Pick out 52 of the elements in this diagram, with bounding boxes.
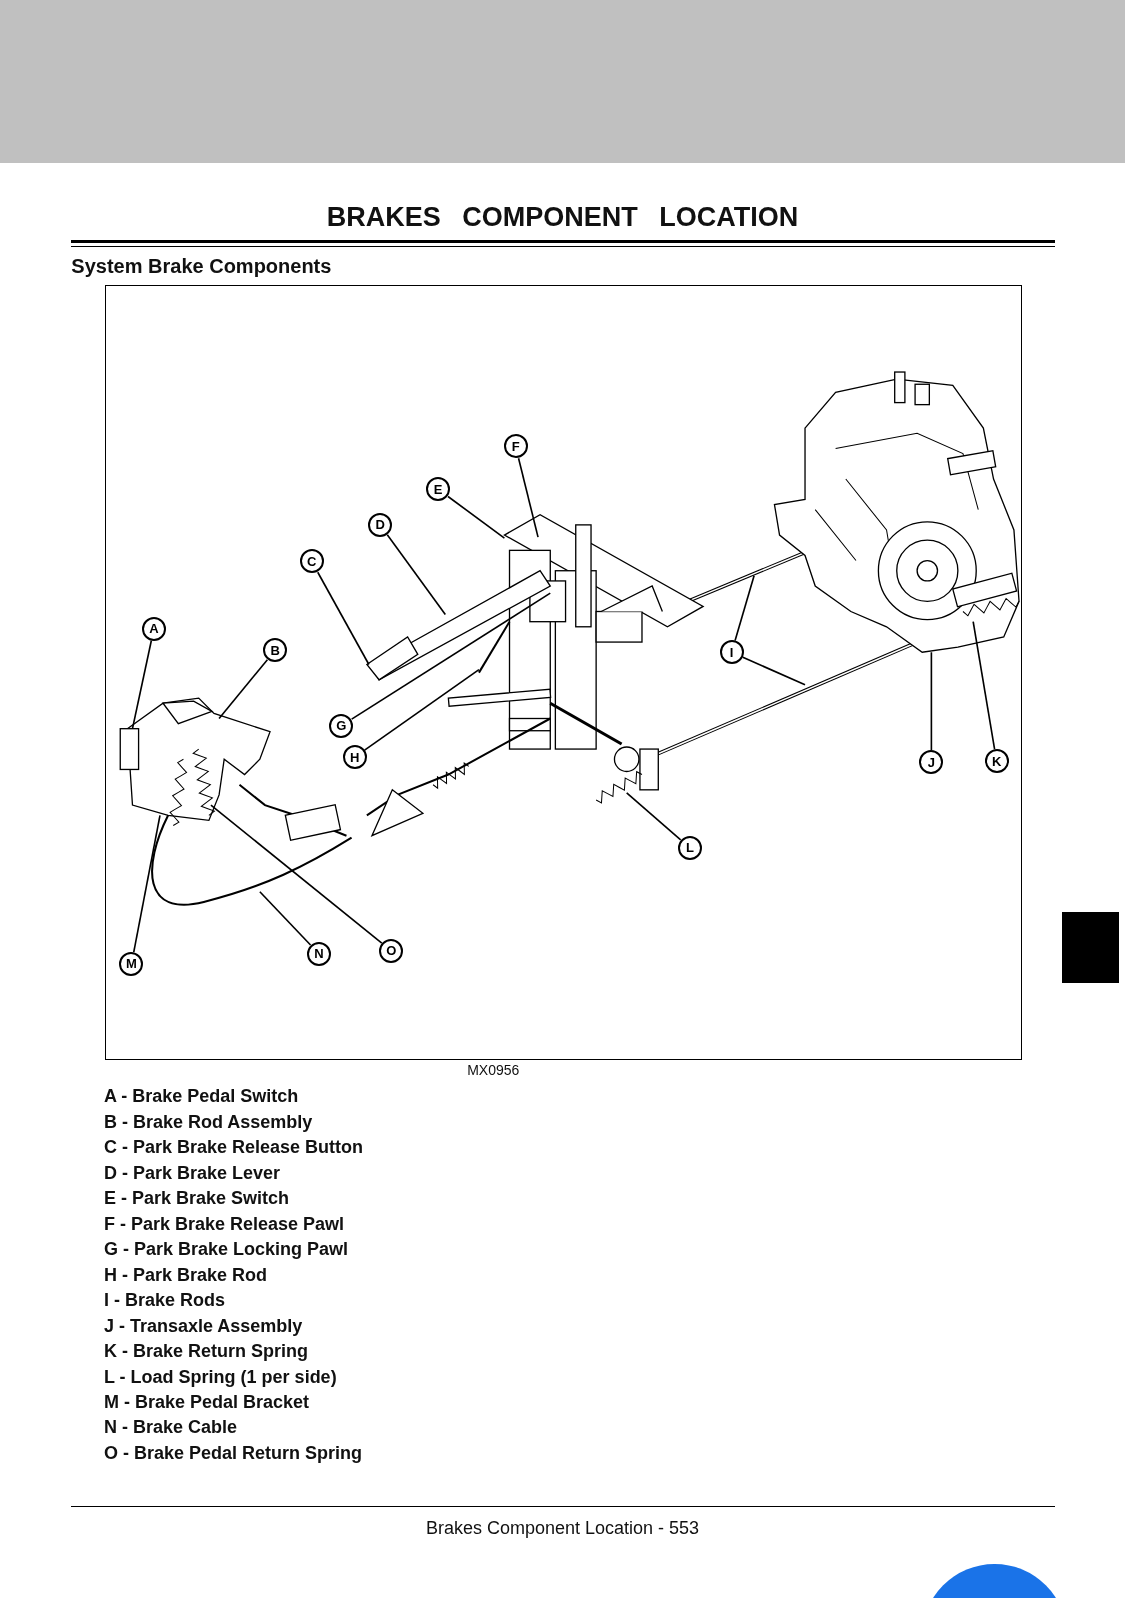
callout-letter: A [141,616,166,641]
legend-entry: O - Brake Pedal Return Spring [103,1442,362,1464]
legend-entry: B - Brake Rod Assembly [103,1111,313,1133]
callout-letter: G [329,713,354,738]
leader-line [218,658,269,720]
section-tab [1061,912,1119,984]
leader-line [132,814,161,953]
legend-entry: K - Brake Return Spring [103,1341,308,1363]
legend-entry: E - Park Brake Switch [103,1188,290,1210]
screen-top-band [0,0,1125,164]
leader-line [742,656,806,686]
leader-line [259,890,312,946]
leader-line [625,792,682,841]
legend-entry: H - Park Brake Rod [103,1264,267,1286]
leader-line [734,575,755,642]
legend-entry: J - Transaxle Assembly [103,1315,303,1337]
leader-line [517,457,539,538]
leader-line [210,804,383,944]
callout-letter: N [306,941,331,966]
leader-line [363,668,480,751]
legend-entry: C - Park Brake Release Button [103,1137,364,1159]
callout-letter: J [919,750,944,775]
figure-code: MX0956 [467,1061,520,1078]
leader-line [131,639,153,730]
callout-letter: H [342,745,367,770]
callout-letter: O [379,938,404,963]
section-heading: System Brake Components [71,254,332,278]
leader-line [930,651,933,751]
page-footer: Brakes Component Location - 553 [425,1518,700,1540]
leader-line [447,495,506,539]
legend-entry: D - Park Brake Lever [103,1162,281,1184]
callout-letter: K [984,749,1009,774]
callout-letter: F [503,434,528,459]
leader-line [972,620,996,751]
legend-entry: I - Brake Rods [103,1290,225,1312]
callout-letter: L [677,835,702,860]
leader-line [350,592,552,720]
callout-letter: E [426,477,451,502]
callout-letter: M [119,952,144,976]
leader-line [316,571,370,666]
page-title: BRAKES COMPONENT LOCATION [325,201,800,233]
callout-letter: D [368,512,393,537]
callout-letter: B [263,638,288,663]
legend-entry: M - Brake Pedal Bracket [103,1391,310,1413]
callout-letter: C [299,549,324,574]
legend-entry: G - Park Brake Locking Pawl [103,1239,349,1261]
legend-entry: A - Brake Pedal Switch [103,1086,299,1108]
legend-entry: N - Brake Cable [103,1417,237,1439]
legend-entry: L - Load Spring (1 per side) [103,1366,337,1388]
legend-entry: F - Park Brake Release Pawl [103,1213,345,1235]
leader-line [386,533,447,616]
callout-letter: I [719,640,744,665]
